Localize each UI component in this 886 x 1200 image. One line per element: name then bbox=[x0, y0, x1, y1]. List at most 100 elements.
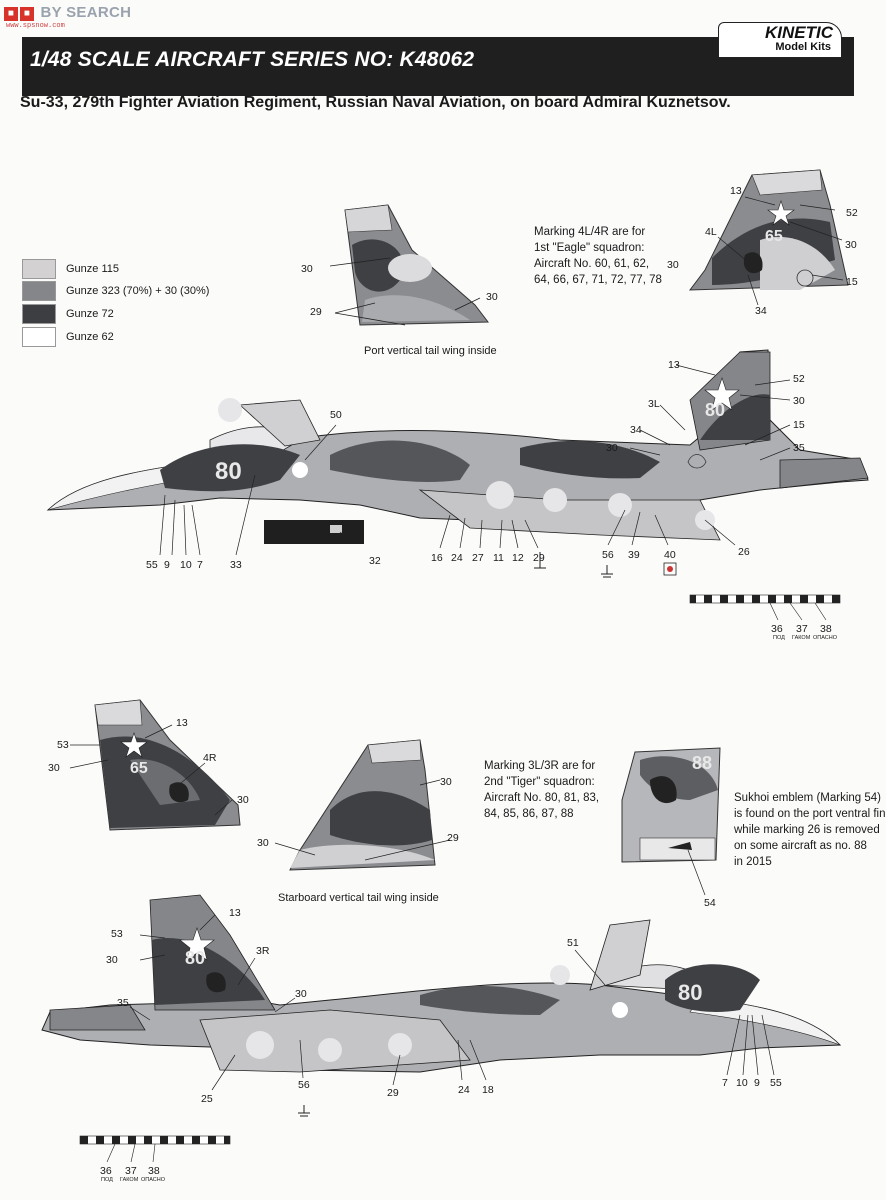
hook-stripe-bottom bbox=[79, 1135, 231, 1163]
callout: 55 bbox=[146, 559, 158, 571]
callout: 30 bbox=[295, 988, 307, 1000]
fuselage-number: 80 bbox=[215, 458, 242, 485]
callout: 54 bbox=[704, 897, 716, 909]
color-swatch bbox=[22, 281, 56, 301]
kinetic-logo: KINETIC Model Kits bbox=[718, 22, 842, 58]
tail-4r-drawing bbox=[69, 699, 241, 831]
fuselage-number: 80 bbox=[678, 980, 703, 1005]
watermark-text: BY SEARCH bbox=[40, 4, 132, 21]
watermark-square-icon: ■ bbox=[20, 7, 34, 21]
callout: 30 bbox=[237, 794, 249, 806]
note-line: in 2015 bbox=[734, 856, 772, 868]
callout: 13 bbox=[730, 185, 742, 197]
callout: 32 bbox=[369, 555, 381, 567]
callout: 7 bbox=[197, 559, 203, 571]
callout: 4R bbox=[203, 752, 217, 764]
callout: 10 bbox=[736, 1077, 748, 1089]
legend-item: Gunze 115 bbox=[22, 259, 119, 279]
callout: 38 bbox=[148, 1165, 160, 1177]
callout: 56 bbox=[298, 1079, 310, 1091]
callout: 12 bbox=[512, 552, 524, 564]
watermark-site: www.spsnow.com bbox=[6, 22, 65, 30]
callout: 35 bbox=[117, 997, 129, 1009]
callout: 3R bbox=[256, 945, 270, 957]
note-line: 2nd "Tiger" squadron: bbox=[484, 776, 595, 788]
callout: 53 bbox=[111, 928, 123, 940]
callout: 36 bbox=[771, 623, 783, 635]
callout: 34 bbox=[630, 424, 642, 436]
note-line: 84, 85, 86, 87, 88 bbox=[484, 808, 574, 820]
callout: 34 bbox=[755, 305, 767, 317]
callout: 38 bbox=[820, 623, 832, 635]
note-line: Marking 3L/3R are for bbox=[484, 760, 596, 772]
page-title: 1/48 SCALE AIRCRAFT SERIES NO: K48062 bbox=[30, 48, 475, 71]
tiger-squadron-note: Marking 3L/3R are for 2nd "Tiger" squadr… bbox=[484, 758, 599, 822]
aircraft-subtitle: Su-33, 279th Fighter Aviation Regiment, … bbox=[20, 94, 731, 111]
note-line: on some aircraft as no. 88 bbox=[734, 840, 867, 852]
tail-number: 65 bbox=[765, 228, 783, 245]
callout: 7 bbox=[722, 1077, 728, 1089]
legend-item: Gunze 323 (70%) + 30 (30%) bbox=[22, 281, 209, 301]
stripe-label: ГАКОМ bbox=[792, 635, 811, 641]
callout: 30 bbox=[48, 762, 60, 774]
eagle-squadron-note: Marking 4L/4R are for 1st "Eagle" squadr… bbox=[534, 224, 662, 288]
callout: 37 bbox=[125, 1165, 137, 1177]
callout: 52 bbox=[793, 373, 805, 385]
callout: 30 bbox=[793, 395, 805, 407]
hook-stripe-top bbox=[689, 594, 841, 621]
tail-4l-drawing bbox=[688, 169, 849, 306]
callout: 30 bbox=[667, 259, 679, 271]
starboard-tail-drawing bbox=[274, 739, 451, 871]
callout: 51 bbox=[567, 937, 579, 949]
stripe-label: ПОД bbox=[773, 635, 785, 641]
callout: 30 bbox=[606, 442, 618, 454]
watermark-square-icon: ■ bbox=[4, 7, 18, 21]
title-banner bbox=[22, 37, 854, 96]
color-swatch bbox=[22, 327, 56, 347]
callout: 30 bbox=[845, 239, 857, 251]
logo-sub-text: Model Kits bbox=[775, 41, 831, 53]
callout: 29 bbox=[447, 832, 459, 844]
sukhoi-emblem-note: Sukhoi emblem (Marking 54) is found on t… bbox=[734, 790, 886, 870]
legend-item: Gunze 72 bbox=[22, 304, 114, 324]
tail-number: 80 bbox=[185, 948, 206, 968]
callout: 30 bbox=[257, 837, 269, 849]
callout: 35 bbox=[793, 442, 805, 454]
logo-main-text: KINETIC bbox=[765, 23, 833, 42]
callout: 29 bbox=[310, 306, 322, 318]
stripe-label: ГАКОМ bbox=[120, 1177, 139, 1183]
note-line: 1st "Eagle" squadron: bbox=[534, 242, 645, 254]
callout: 16 bbox=[431, 552, 443, 564]
fin-number: 88 bbox=[692, 753, 713, 773]
note-line: 64, 66, 67, 71, 72, 77, 78 bbox=[534, 274, 662, 286]
color-swatch bbox=[22, 259, 56, 279]
callout: 18 bbox=[482, 1084, 494, 1096]
starboard-tail-caption: Starboard vertical tail wing inside bbox=[278, 892, 439, 904]
stripe-label: ОПАСНО bbox=[141, 1177, 166, 1183]
callout: 30 bbox=[486, 291, 498, 303]
callout: 37 bbox=[796, 623, 808, 635]
callout: 56 bbox=[602, 549, 614, 561]
callout: 3L bbox=[648, 398, 660, 410]
note-line: Aircraft No. 80, 81, 83, bbox=[484, 792, 600, 804]
aircraft-starboard-side-drawing bbox=[41, 894, 842, 1117]
fin-inset-drawing bbox=[621, 747, 721, 896]
callout: 39 bbox=[628, 549, 640, 561]
port-tail-caption: Port vertical tail wing inside bbox=[364, 345, 497, 357]
callout: 50 bbox=[330, 409, 342, 421]
callout: 33 bbox=[230, 559, 242, 571]
tail-number: 80 bbox=[705, 400, 726, 420]
note-line: Aircraft No. 60, 61, 62, bbox=[534, 258, 650, 270]
callout: 26 bbox=[738, 546, 750, 558]
callout: 13 bbox=[229, 907, 241, 919]
callout: 15 bbox=[846, 276, 858, 288]
callout: 29 bbox=[533, 552, 545, 564]
callout: 30 bbox=[440, 776, 452, 788]
callout: 10 bbox=[180, 559, 192, 571]
callout: 13 bbox=[668, 359, 680, 371]
callout: 13 bbox=[176, 717, 188, 729]
callout: 24 bbox=[458, 1084, 470, 1096]
legend-label: Gunze 62 bbox=[66, 331, 114, 343]
callout: 52 bbox=[846, 207, 858, 219]
